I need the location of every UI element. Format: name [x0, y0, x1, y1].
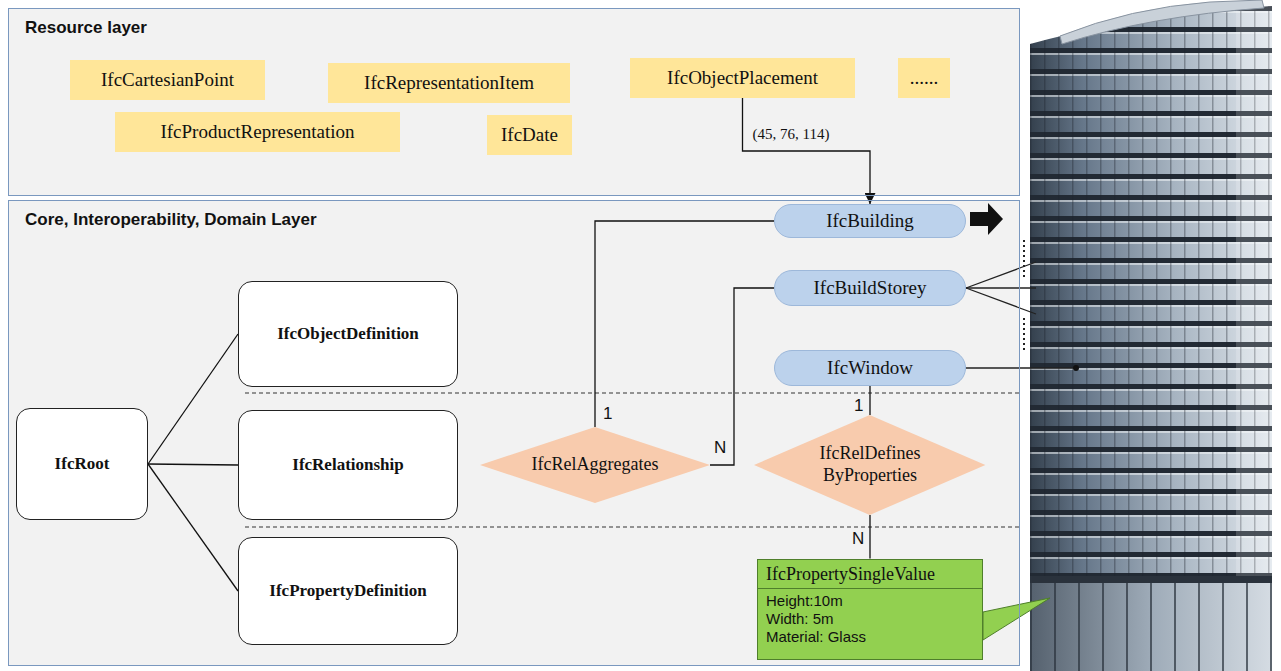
panel-ground: [8, 200, 1020, 666]
class-box: IfcPropertyDefinition: [238, 537, 458, 645]
cardinality-label: N: [850, 530, 866, 547]
resource-entity-box: IfcProductRepresentation: [115, 112, 400, 152]
entity-pill: IfcBuilding: [774, 204, 966, 238]
relationship-name: IfcRelAggregates: [532, 454, 659, 476]
relationship-name: IfcRelDefines ByProperties: [802, 443, 937, 486]
entity-name: IfcBuildStorey: [814, 277, 927, 300]
leader-line: [966, 288, 1036, 314]
tower-crown: [1060, 0, 1264, 44]
class-name: IfcObjectDefinition: [277, 324, 419, 344]
connector-line: [869, 386, 870, 415]
entity-name: IfcBuilding: [826, 210, 914, 233]
class-name: IfcRelationship: [292, 455, 403, 475]
entity-pill: IfcWindow: [774, 350, 966, 386]
resource-entity-box: IfcRepresentationItem: [328, 63, 570, 103]
layer-panel: IfcRoot IfcObjectDefinitionIfcRelationshi…: [8, 200, 1020, 666]
class-box: IfcRoot: [16, 408, 148, 520]
diamond-outline: [480, 427, 710, 503]
leader-line: [966, 287, 1036, 288]
layer-divider: [245, 393, 1020, 394]
resource-entity-box: IfcObjectPlacement: [630, 58, 855, 98]
property-box: IfcPropertySingleValueHeight:10mWidth: 5…: [757, 559, 983, 660]
property-value: Width: 5m: [766, 610, 834, 628]
callout-tail: [983, 598, 1050, 640]
cardinality-label: N: [712, 439, 728, 456]
storey-marker: [1023, 240, 1025, 278]
entity-name: IfcObjectPlacement: [667, 67, 818, 90]
property-separator: [758, 588, 982, 589]
window-leader: [966, 367, 1076, 368]
storey-marker: [1023, 318, 1025, 350]
connector-line: [148, 334, 238, 464]
resource-entity-box: IfcCartesianPoint: [70, 60, 265, 100]
property-set-name: IfcPropertySingleValue: [766, 563, 935, 585]
tower-lobby: [1030, 582, 1272, 671]
leader-dot: [1073, 365, 1079, 371]
diamond-outline: [754, 415, 985, 515]
tower-mullions: [1030, 0, 1272, 578]
layer-divider: [245, 527, 1020, 528]
block-arrow: [970, 203, 1003, 235]
layer-heading: Core, Interoperability, Domain Layer: [25, 210, 317, 230]
property-value: Height:10m: [766, 592, 843, 610]
storey-leaders: [966, 262, 1036, 314]
entity-name: IfcDate: [501, 124, 558, 147]
coordinate-label: (45, 76, 114): [751, 127, 832, 142]
resource-entity-box: ......: [898, 58, 950, 98]
class-box: IfcObjectDefinition: [238, 281, 458, 387]
relationship-diamond: IfcRelAggregates: [480, 427, 710, 503]
entity-name: ......: [910, 67, 939, 90]
tower-illustration: [1030, 0, 1272, 671]
connector-line: [710, 288, 774, 465]
entity-name: IfcWindow: [827, 357, 913, 380]
panel-ground: [8, 8, 1020, 196]
class-name: IfcPropertyDefinition: [269, 581, 426, 601]
class-box: IfcRelationship: [238, 410, 458, 520]
layer-heading: Resource layer: [25, 18, 147, 38]
relationship-diamond: IfcRelDefines ByProperties: [754, 415, 985, 515]
entity-pill: IfcBuildStorey: [774, 270, 966, 306]
connector-line: [148, 464, 238, 465]
connector-line: [869, 515, 870, 559]
class-name: IfcRoot: [55, 454, 110, 474]
cardinality-label: 1: [852, 397, 865, 414]
connector-line: [148, 464, 238, 591]
resource-entity-box: IfcDate: [487, 115, 572, 155]
connector-arrow: [743, 98, 871, 204]
tower-highlight: [1236, 0, 1272, 578]
tower-floors: [1030, 0, 1272, 578]
lobby-mullions: [1030, 582, 1272, 671]
leader-line: [966, 262, 1036, 288]
entity-name: IfcCartesianPoint: [101, 69, 234, 92]
layer-panel: IfcCartesianPointIfcRepresentationItemIf…: [8, 8, 1020, 196]
property-value: Material: Glass: [766, 628, 866, 646]
entity-name: IfcRepresentationItem: [364, 72, 534, 95]
lobby-canopy: [1030, 576, 1272, 583]
entity-name: IfcProductRepresentation: [160, 121, 354, 144]
connector-line: [595, 221, 774, 427]
cardinality-label: 1: [601, 405, 614, 422]
